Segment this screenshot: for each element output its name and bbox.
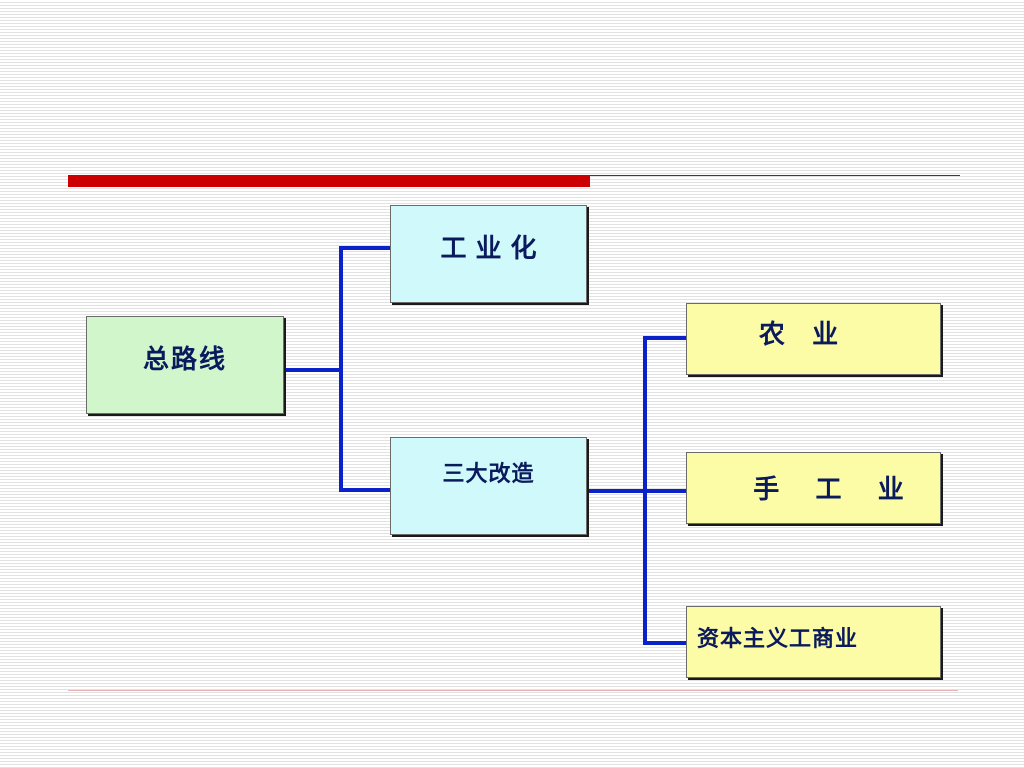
leaf-node-label: 资本主义工商业 (697, 626, 859, 652)
root-node: 总路线 (86, 316, 284, 414)
branch-node-label: 工 业 化 (440, 234, 537, 264)
leaf-node-agriculture: 农 业 (686, 303, 941, 375)
footer-divider-line (68, 690, 958, 691)
title-underline-thin-line (590, 175, 960, 176)
root-node-label: 总路线 (142, 345, 227, 375)
leaf-node-label: 手 工 业 (753, 475, 904, 505)
title-underline-red-bar (68, 175, 590, 187)
leaf-node-label: 农 业 (758, 320, 839, 350)
branch-node-label: 三大改造 (442, 461, 535, 487)
branch-node-three-transformations: 三大改造 (390, 437, 587, 535)
leaf-node-capitalist-commerce: 资本主义工商业 (686, 606, 941, 678)
leaf-node-handicraft: 手 工 业 (686, 452, 941, 524)
branch-node-industrialization: 工 业 化 (390, 205, 587, 303)
